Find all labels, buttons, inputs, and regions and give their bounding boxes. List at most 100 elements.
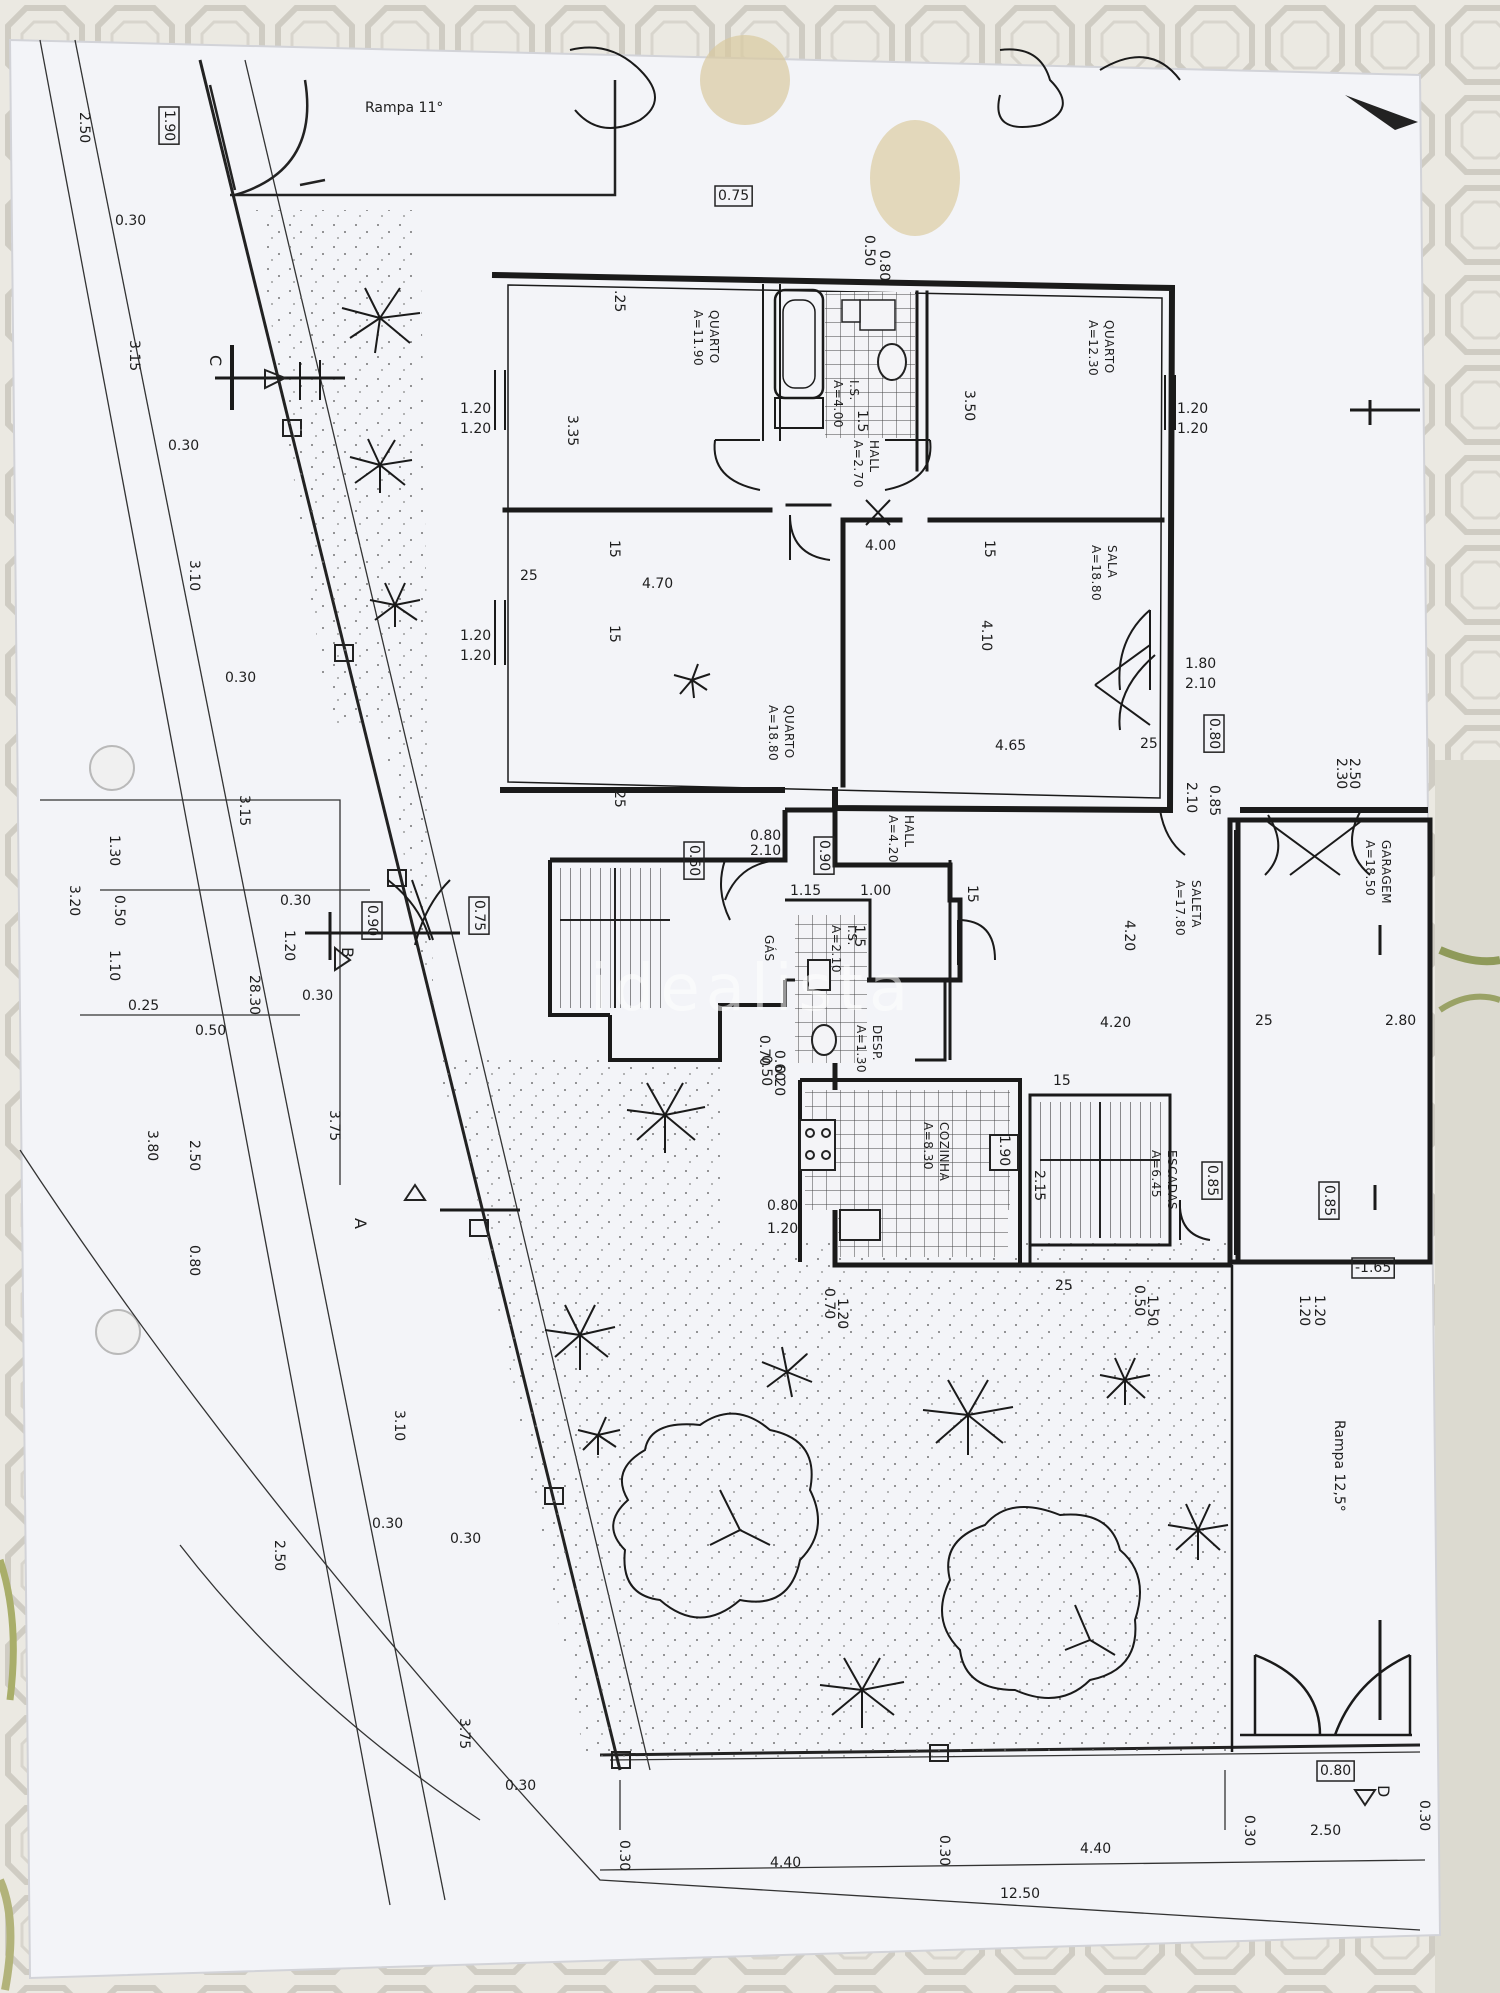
dimension-label: 0.30 xyxy=(1241,1815,1257,1846)
dimension-label-text: 0.50 xyxy=(1131,1285,1147,1316)
dimension-label: 0.30 xyxy=(936,1835,952,1866)
dimension-label-text: 0.80 xyxy=(186,1245,202,1276)
room-hall-1-name: HALL xyxy=(867,440,881,473)
dimension-label-text: 3.75 xyxy=(456,1718,472,1749)
dimension-label-text: 2.50 xyxy=(1346,758,1362,789)
dimension-label: 0.50 xyxy=(758,1055,774,1086)
level-marker: 0.75 xyxy=(468,896,490,935)
dimension-label-text: 0.80 xyxy=(767,1198,798,1214)
dimension-label-text: 25 xyxy=(611,790,627,808)
room-saleta-name: SALETA xyxy=(1189,880,1203,928)
level-marker-text: 0.75 xyxy=(718,188,749,204)
dimension-label-text: 0.50 xyxy=(111,895,127,926)
dimension-label: 1.20 xyxy=(1311,1295,1327,1326)
dimension-label: 1.20 xyxy=(460,648,491,664)
dimension-label-text: 2.10 xyxy=(1183,782,1199,813)
dimension-label: 25 xyxy=(611,790,627,808)
dimension-label: 1.80 xyxy=(1185,656,1216,672)
dimension-label-text: 3.10 xyxy=(391,1410,407,1441)
dimension-label-text: 4.40 xyxy=(770,1855,801,1871)
room-hall-2-area-text: A=4.20 xyxy=(886,815,900,863)
room-wc-2-area-text: A=2.10 xyxy=(829,925,843,973)
dimension-label: 0.50 xyxy=(195,1023,226,1039)
room-desp-name: DESP. xyxy=(870,1025,884,1061)
room-cozinha-area-text: A=8.30 xyxy=(921,1122,935,1170)
room-sala-name-text: SALA xyxy=(1105,545,1119,579)
dimension-label: 2.15 xyxy=(1031,1170,1047,1201)
dimension-label: 2.80 xyxy=(1385,1013,1416,1029)
dimension-label: 25 xyxy=(520,568,538,584)
room-quarto-3-name: QUARTO xyxy=(782,705,796,759)
room-desp-area: A=1.30 xyxy=(854,1025,868,1073)
dimension-label-text: 1.20 xyxy=(1296,1295,1312,1326)
room-cozinha-area: A=8.30 xyxy=(921,1122,935,1170)
dimension-label: 3.75 xyxy=(326,1110,342,1141)
dimension-label: 0.30 xyxy=(302,988,333,1004)
dimension-label-text: 25 xyxy=(520,568,538,584)
dimension-label-text: 1.20 xyxy=(281,930,297,961)
dimension-label-text: 0.30 xyxy=(505,1778,536,1794)
dimension-label: 1.20 xyxy=(1177,421,1208,437)
room-garagem-name-text: GARAGEM xyxy=(1379,840,1393,904)
dimension-label: 0.30 xyxy=(168,438,199,454)
dimension-label-text: 4.65 xyxy=(995,738,1026,754)
dimension-label: 1.90 xyxy=(996,1135,1012,1166)
dimension-label: 1.20 xyxy=(1296,1295,1312,1326)
dimension-label-text: 3.75 xyxy=(326,1110,342,1141)
dimension-label: 2.10 xyxy=(1183,782,1199,813)
dimension-label: 0.80 xyxy=(186,1245,202,1276)
dimension-label: 3.10 xyxy=(391,1410,407,1441)
dimension-label: 4.10 xyxy=(978,620,994,651)
dimension-label: 25 xyxy=(1255,1013,1273,1029)
dimension-label: 1.30 xyxy=(106,835,122,866)
dimension-label: 4.20 xyxy=(1100,1015,1131,1031)
room-sala-area: A=18.80 xyxy=(1089,545,1103,601)
level-marker-text: 0.80 xyxy=(1320,1763,1351,1779)
dimension-label-text: 2.30 xyxy=(1333,758,1349,789)
room-quarto-3-area: A=18.80 xyxy=(766,705,780,761)
dimension-label-text: 15 xyxy=(606,625,622,643)
room-saleta-area-text: A=17.80 xyxy=(1173,880,1187,936)
dimension-label: 2.30 xyxy=(1333,758,1349,789)
dimension-label: 1.10 xyxy=(106,950,122,981)
dimension-label-text: 1.20 xyxy=(1177,421,1208,437)
room-wc-1-area: A=4.00 xyxy=(831,380,845,428)
dimension-label-text: 15 xyxy=(981,540,997,558)
dimension-label-text: 2.50 xyxy=(76,112,92,143)
room-desp-area-text: A=1.30 xyxy=(854,1025,868,1073)
dimension-label: 1.20 xyxy=(1177,401,1208,417)
room-quarto-1-area-text: A=11.90 xyxy=(691,310,705,366)
binder-hole-top xyxy=(89,745,135,791)
dimension-label-text: 3.50 xyxy=(961,390,977,421)
room-cozinha-name: COZINHA xyxy=(937,1122,951,1182)
dimension-label-text: 15 xyxy=(1053,1073,1071,1089)
dimension-label-text: 0.50 xyxy=(195,1023,226,1039)
dimension-label: 0.60 xyxy=(771,1050,787,1081)
dimension-label-text: 1.20 xyxy=(834,1298,850,1329)
room-quarto-1-name-text: QUARTO xyxy=(707,310,721,364)
level-marker-text: 0.60 xyxy=(686,845,702,876)
dimension-label-text: 0.30 xyxy=(302,988,333,1004)
dimension-label-text: 0.70 xyxy=(821,1288,837,1319)
dimension-label: 0.70 xyxy=(756,1035,772,1066)
room-quarto-3-area-text: A=18.80 xyxy=(766,705,780,761)
dimension-label-text: 1.50 xyxy=(1144,1295,1160,1326)
dimension-label: 0.50 xyxy=(111,895,127,926)
ramp-label-right: Rampa 12,5° xyxy=(1331,1420,1347,1512)
dimension-label-text: 3.15 xyxy=(126,340,142,371)
dimension-label-text: 0.30 xyxy=(616,1840,632,1871)
dimension-label-text: 0.60 xyxy=(771,1050,787,1081)
dimension-label: 1.00 xyxy=(860,883,891,899)
room-quarto-1-name: QUARTO xyxy=(707,310,721,364)
dimension-label-text: 4.00 xyxy=(865,538,896,554)
room-hall-2-name-text: HALL xyxy=(902,815,916,848)
dimension-label-text: 0.30 xyxy=(225,670,256,686)
dimension-label-text: 2.10 xyxy=(750,843,781,859)
level-marker-text: 1.90 xyxy=(161,110,177,141)
dimension-label: 0.30 xyxy=(372,1516,403,1532)
dimension-label-text: 1.10 xyxy=(106,950,122,981)
dimension-label-text: 0.85 xyxy=(1206,785,1222,816)
level-marker: 0.80 xyxy=(1316,1760,1355,1782)
